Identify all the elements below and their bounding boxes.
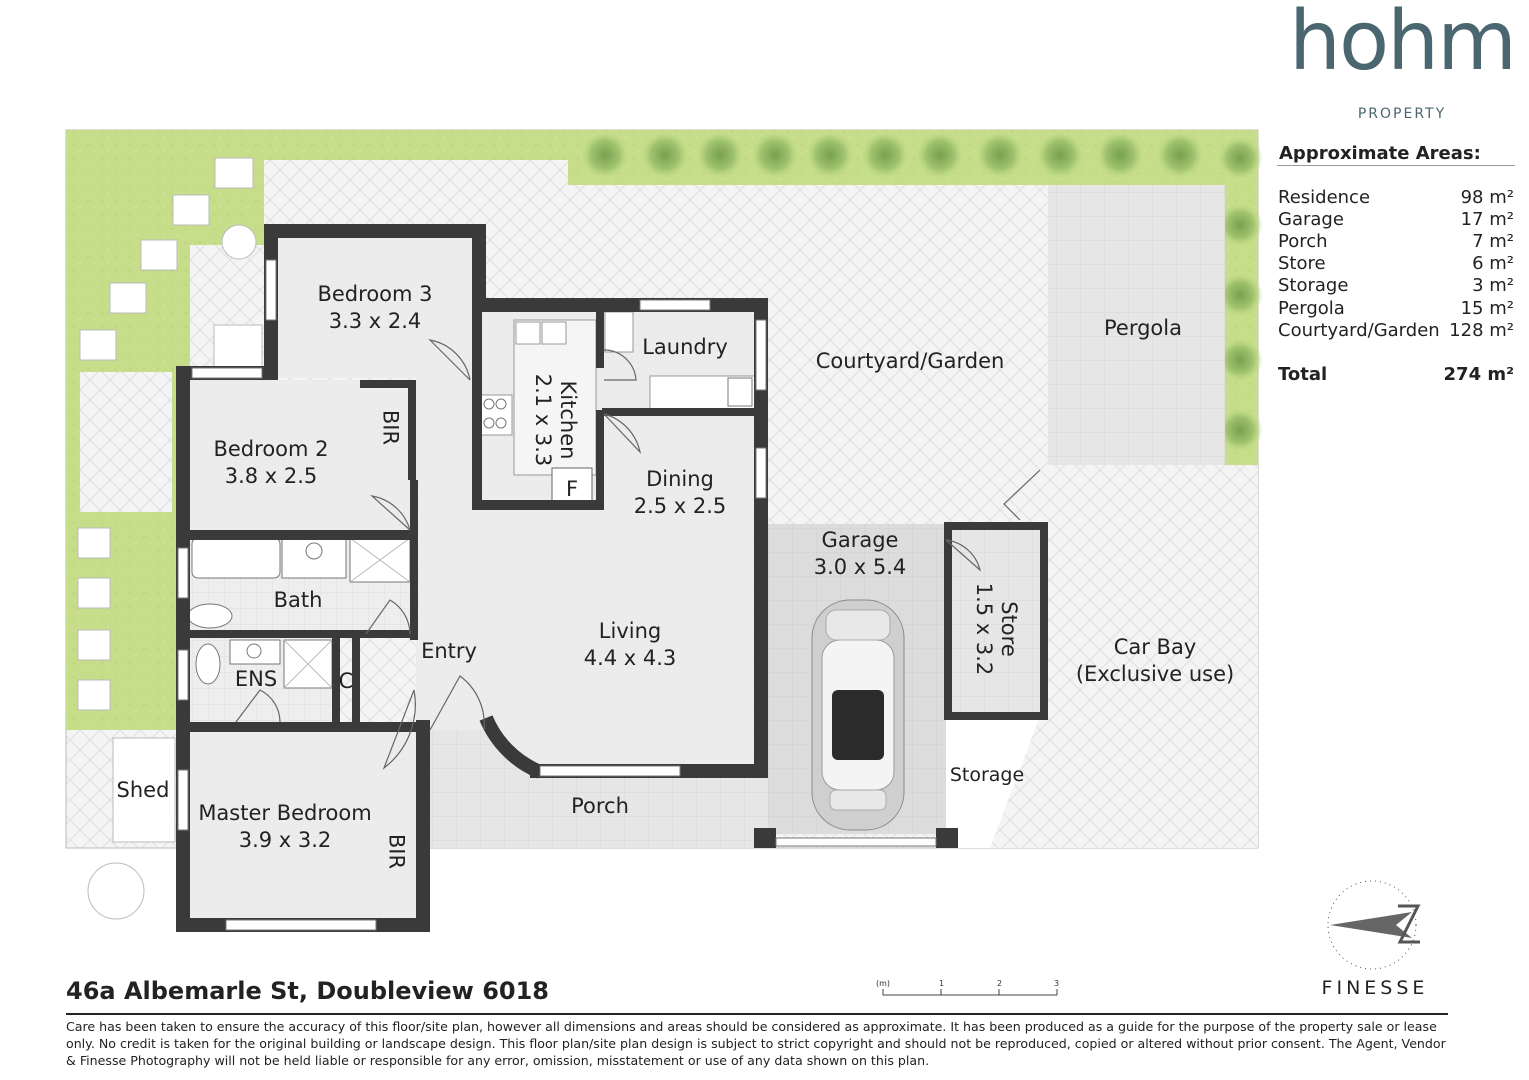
area-name: Porch: [1278, 231, 1328, 252]
hohm-logo: hohm: [1289, 0, 1517, 89]
hedge: [581, 131, 1262, 452]
area-value: 15 m²: [1460, 298, 1514, 319]
walls: [176, 224, 1048, 932]
area-row: Courtyard/Garden 128 m²: [1278, 320, 1514, 342]
room-pergola: Pergola: [1104, 316, 1182, 340]
room-ens: ENS: [234, 667, 278, 691]
area-value: 17 m²: [1460, 209, 1514, 230]
pergola: [1048, 185, 1225, 465]
area-name: Garage: [1278, 209, 1344, 230]
room-name: Kitchen: [556, 380, 580, 460]
room-entry: Entry: [421, 639, 477, 663]
area-row: Garage 17 m²: [1278, 209, 1514, 231]
area-row: Pergola 15 m²: [1278, 298, 1514, 320]
area-row: Storage 3 m²: [1278, 275, 1514, 297]
room-dining: Dining 2.5 x 2.5: [610, 466, 750, 520]
storage-floor: [946, 716, 1040, 848]
room-dims: 3.8 x 2.5: [224, 464, 318, 488]
room-storage: Storage: [949, 764, 1025, 786]
room-shed: Shed: [116, 778, 170, 802]
car-bay: [990, 465, 1258, 848]
car-graphic: [811, 599, 905, 831]
garden-pot: [87, 862, 145, 920]
room-dims: 2.5 x 2.5: [633, 494, 727, 518]
area-value: 98 m²: [1460, 187, 1514, 208]
hohm-logo-subtitle: PROPERTY: [1357, 106, 1447, 122]
scale-tick-label: 3: [1054, 979, 1060, 988]
room-name: Master Bedroom: [198, 801, 372, 825]
room-porch: Porch: [571, 794, 629, 818]
room-name: Bedroom 2: [213, 437, 329, 461]
room-name: Living: [598, 619, 662, 643]
room-dims: 2.1 x 3.3: [531, 373, 555, 467]
scale-tick-label: 1: [939, 979, 945, 988]
area-row: Residence 98 m²: [1278, 187, 1514, 209]
finesse-logo: FINESSE: [1321, 977, 1429, 999]
room-dims: 3.0 x 5.4: [813, 555, 907, 579]
room-bedroom-2: Bedroom 2 3.8 x 2.5: [186, 436, 356, 490]
room-dims: 1.5 x 3.2: [972, 582, 996, 676]
room-courtyard: Courtyard/Garden: [815, 349, 1005, 373]
room-bath: Bath: [273, 588, 323, 612]
disclaimer-text: Care has been taken to ensure the accura…: [66, 1019, 1446, 1068]
area-name: Pergola: [1278, 298, 1345, 319]
room-dims: 3.3 x 2.4: [328, 309, 422, 333]
area-name: Residence: [1278, 187, 1371, 208]
areas-divider: [1277, 165, 1515, 166]
area-name: Courtyard/Garden: [1278, 320, 1440, 341]
room-name: Car Bay: [1113, 635, 1197, 659]
shed: [112, 737, 176, 843]
area-total-value: 274 m²: [1443, 364, 1514, 385]
area-value: 7 m²: [1472, 231, 1514, 252]
room-bir-master: BIR: [384, 833, 409, 870]
room-car-bay: Car Bay (Exclusive use): [1060, 634, 1250, 688]
room-bir-bedroom-2: BIR: [378, 409, 403, 446]
room-laundry: Laundry: [642, 335, 728, 359]
room-name: Garage: [821, 528, 899, 552]
room-dims: 4.4 x 4.3: [583, 646, 677, 670]
area-name: Store: [1278, 253, 1326, 274]
scale-tick-label: 2: [997, 979, 1003, 988]
area-total-label: Total: [1278, 364, 1328, 385]
scale-unit-label: (m): [876, 979, 891, 988]
compass-rose: [1327, 880, 1421, 970]
room-master-bedroom: Master Bedroom 3.9 x 3.2: [190, 800, 380, 854]
area-row: Store 6 m²: [1278, 253, 1514, 275]
room-name: Store: [997, 601, 1021, 657]
area-value: 6 m²: [1472, 253, 1514, 274]
lawn-left: [66, 130, 1258, 730]
room-living: Living 4.4 x 4.3: [560, 618, 700, 672]
room-bedroom-3: Bedroom 3 3.3 x 2.4: [285, 281, 465, 335]
room-sub: (Exclusive use): [1075, 662, 1235, 686]
room-fridge: F: [565, 477, 579, 501]
areas-title: Approximate Areas:: [1279, 143, 1481, 164]
area-name: Storage: [1278, 275, 1349, 296]
room-cupboard: C: [338, 669, 354, 693]
room-dims: 3.9 x 3.2: [238, 828, 332, 852]
property-address: 46a Albemarle St, Doubleview 6018: [66, 977, 549, 1005]
room-kitchen: Kitchen 2.1 x 3.3: [530, 355, 580, 485]
area-row: Porch 7 m²: [1278, 231, 1514, 253]
area-value: 128 m²: [1449, 320, 1514, 341]
room-store: Store 1.5 x 3.2: [971, 565, 1021, 693]
room-name: Dining: [646, 467, 714, 491]
paving-left-block: [80, 372, 172, 512]
store-floor: [946, 524, 1046, 716]
area-total-row: Total 274 m²: [1278, 364, 1514, 386]
room-name: Bedroom 3: [317, 282, 433, 306]
area-value: 3 m²: [1472, 275, 1514, 296]
footer-divider: [66, 1013, 1448, 1015]
room-garage: Garage 3.0 x 5.4: [790, 527, 930, 581]
scale-bar: [882, 989, 1058, 996]
